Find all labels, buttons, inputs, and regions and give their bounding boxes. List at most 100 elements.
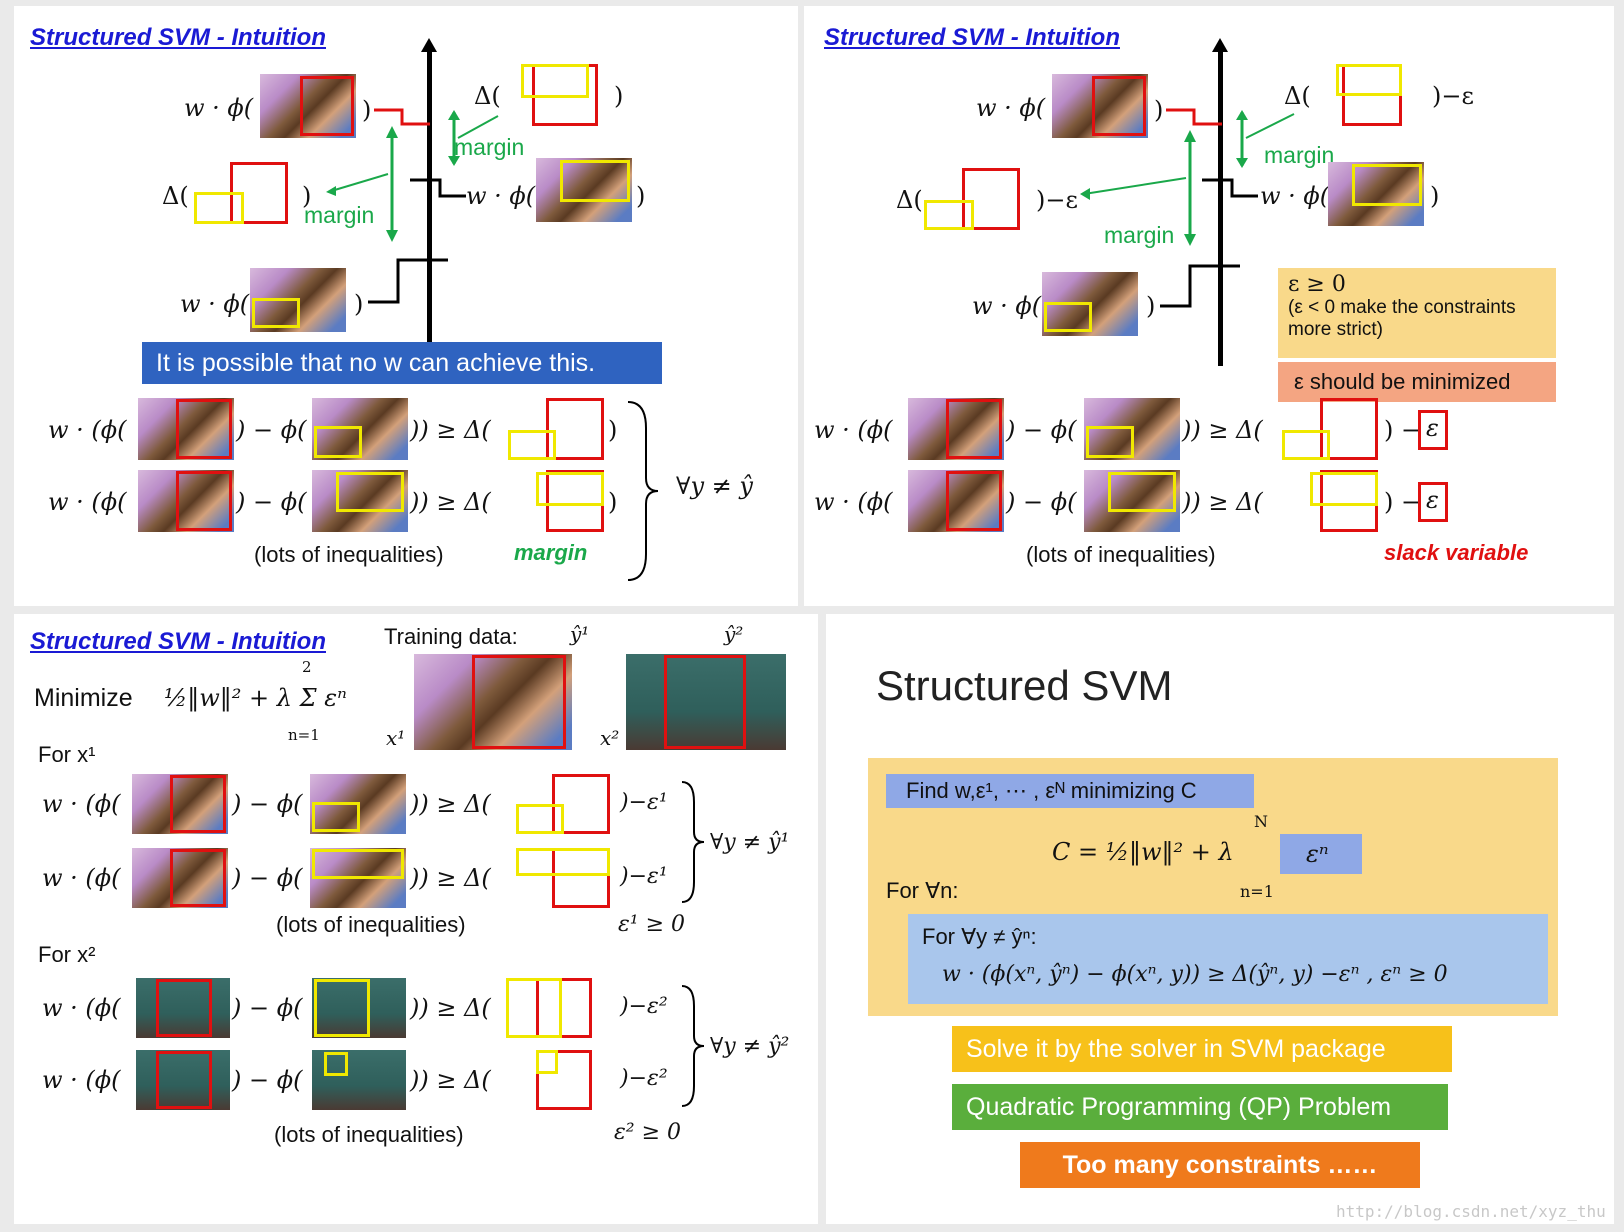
anime-image	[132, 848, 228, 908]
forall-label: ∀y ≠ ŷ	[676, 472, 753, 500]
slack-variable-label: slack variable	[1384, 540, 1529, 565]
anime-image	[1328, 162, 1424, 226]
panel-title: Structured SVM - Intuition	[30, 24, 326, 51]
lots-of-inequalities: (lots of inequalities)	[276, 912, 466, 937]
epsilon-note-text: more strict)	[1288, 319, 1383, 340]
axis-arrow-icon	[421, 38, 437, 52]
ineq-prefix: w · (ϕ(	[814, 488, 893, 516]
margin-highlight: margin	[514, 540, 588, 565]
forall-label: ∀y ≠ ŷ¹	[710, 830, 790, 855]
watermark: http://blog.csdn.net/xyz_thu	[1336, 1202, 1606, 1221]
yellow-bbox	[1086, 426, 1134, 458]
anime-image	[1042, 272, 1138, 336]
red-bbox	[536, 978, 592, 1038]
training-data-label: Training data:	[384, 624, 518, 649]
anime-image	[260, 74, 356, 138]
axis-arrow-icon	[1212, 38, 1228, 52]
panel-title: Structured SVM - Intuition	[824, 24, 1120, 51]
curly-brace	[681, 985, 705, 1107]
epsilon-symbol: ε	[1426, 414, 1439, 442]
eps1-close: )−ε¹	[620, 790, 668, 815]
red-bbox	[1418, 410, 1448, 450]
yellow-bbox	[312, 802, 360, 832]
epsilon-note-text: (ε < 0 make the constraints	[1288, 297, 1516, 318]
score-connector	[368, 258, 448, 304]
eps1-close: )−ε¹	[620, 864, 668, 889]
yellow-bbox	[521, 64, 589, 98]
w-phi-label: w · ϕ(	[184, 94, 254, 122]
ineq-mid: ) − ϕ(	[236, 416, 307, 444]
yellow-bbox	[1282, 430, 1330, 460]
paren-close: )	[1146, 292, 1156, 320]
panel-bottom-right: Structured SVM Find w,ε¹, ⋯ , εᴺ minimiz…	[826, 614, 1614, 1224]
margin-label: margin	[1264, 142, 1335, 168]
anime-image	[312, 398, 408, 460]
anime-image	[250, 268, 346, 332]
epsilon-symbol: ε	[1426, 486, 1439, 514]
paren-close: )	[1430, 182, 1440, 210]
eps2-close: )−ε²	[620, 1066, 668, 1091]
delta-label: Δ(	[1284, 82, 1311, 110]
score-connector	[1166, 108, 1222, 126]
anime-image	[1084, 470, 1180, 532]
anime-image	[908, 398, 1004, 460]
paren-close: )	[354, 290, 364, 318]
classroom-image	[312, 1050, 406, 1110]
ineq-ge: )) ≥ Δ(	[410, 790, 491, 818]
yellow-bbox	[312, 849, 404, 879]
ineq-mid: ) − ϕ(	[232, 864, 303, 892]
ineq-prefix: w · (ϕ(	[48, 416, 127, 444]
margin-arrow	[326, 126, 398, 242]
yellow-bbox	[1336, 64, 1402, 96]
red-bbox	[176, 399, 232, 459]
find-banner: Find w,ε¹, ⋯ , εᴺ minimizing C	[886, 774, 1254, 808]
ineq-mid: ) − ϕ(	[1006, 416, 1077, 444]
eps-minus: ) −	[1384, 416, 1422, 444]
ineq-prefix: w · (ϕ(	[42, 1066, 121, 1094]
for-x2-label: For x²	[38, 942, 96, 967]
red-bbox	[170, 849, 226, 907]
classroom-image	[312, 978, 406, 1038]
red-bbox	[1320, 398, 1378, 460]
ineq-mid: ) − ϕ(	[1006, 488, 1077, 516]
w-phi-label: w · ϕ(	[976, 94, 1046, 122]
margin-label: margin	[304, 202, 375, 228]
margin-arrow	[448, 110, 499, 166]
curly-brace	[681, 781, 705, 903]
qp-problem-button[interactable]: Quadratic Programming (QP) Problem	[952, 1084, 1448, 1130]
ineq-ge: )) ≥ Δ(	[410, 416, 491, 444]
sum-top: 2	[302, 658, 312, 676]
score-axis	[427, 46, 432, 356]
score-axis	[1218, 46, 1223, 366]
yellow-bbox	[324, 1052, 348, 1076]
anime-image	[138, 398, 234, 460]
ineq-mid: ) − ϕ(	[232, 994, 303, 1022]
lots-of-inequalities: (lots of inequalities)	[254, 542, 444, 567]
red-bbox	[962, 168, 1020, 230]
margin-label: margin	[454, 134, 525, 160]
ineq-ge: )) ≥ Δ(	[410, 994, 491, 1022]
too-many-constraints-button[interactable]: Too many constraints ……	[1020, 1142, 1420, 1188]
ineq-prefix: w · (ϕ(	[48, 488, 127, 516]
red-bbox	[1418, 482, 1448, 522]
minimize-label: Minimize	[34, 684, 133, 712]
ineq-prefix: w · (ϕ(	[814, 416, 893, 444]
yellow-bbox	[1108, 472, 1176, 512]
objective-formula: ½‖w‖² + λ Σ εⁿ	[164, 684, 347, 712]
anime-image	[1084, 398, 1180, 460]
sum-top: N	[1254, 812, 1268, 831]
paren-close: )	[608, 488, 618, 516]
yellow-bbox	[508, 430, 556, 460]
yhat1-label: ŷ¹	[570, 622, 590, 646]
red-bbox	[546, 398, 604, 460]
red-bbox	[1092, 76, 1146, 136]
yhat2-label: ŷ²	[724, 622, 744, 646]
red-bbox	[946, 471, 1002, 531]
paren-close: )	[614, 82, 624, 110]
margin-arrow	[1080, 130, 1196, 246]
eps1-nonneg: ε¹ ≥ 0	[618, 912, 686, 937]
margin-label: margin	[1104, 222, 1175, 248]
yellow-bbox	[506, 978, 562, 1038]
yellow-bbox	[314, 426, 362, 458]
solver-button[interactable]: Solve it by the solver in SVM package	[952, 1026, 1452, 1072]
